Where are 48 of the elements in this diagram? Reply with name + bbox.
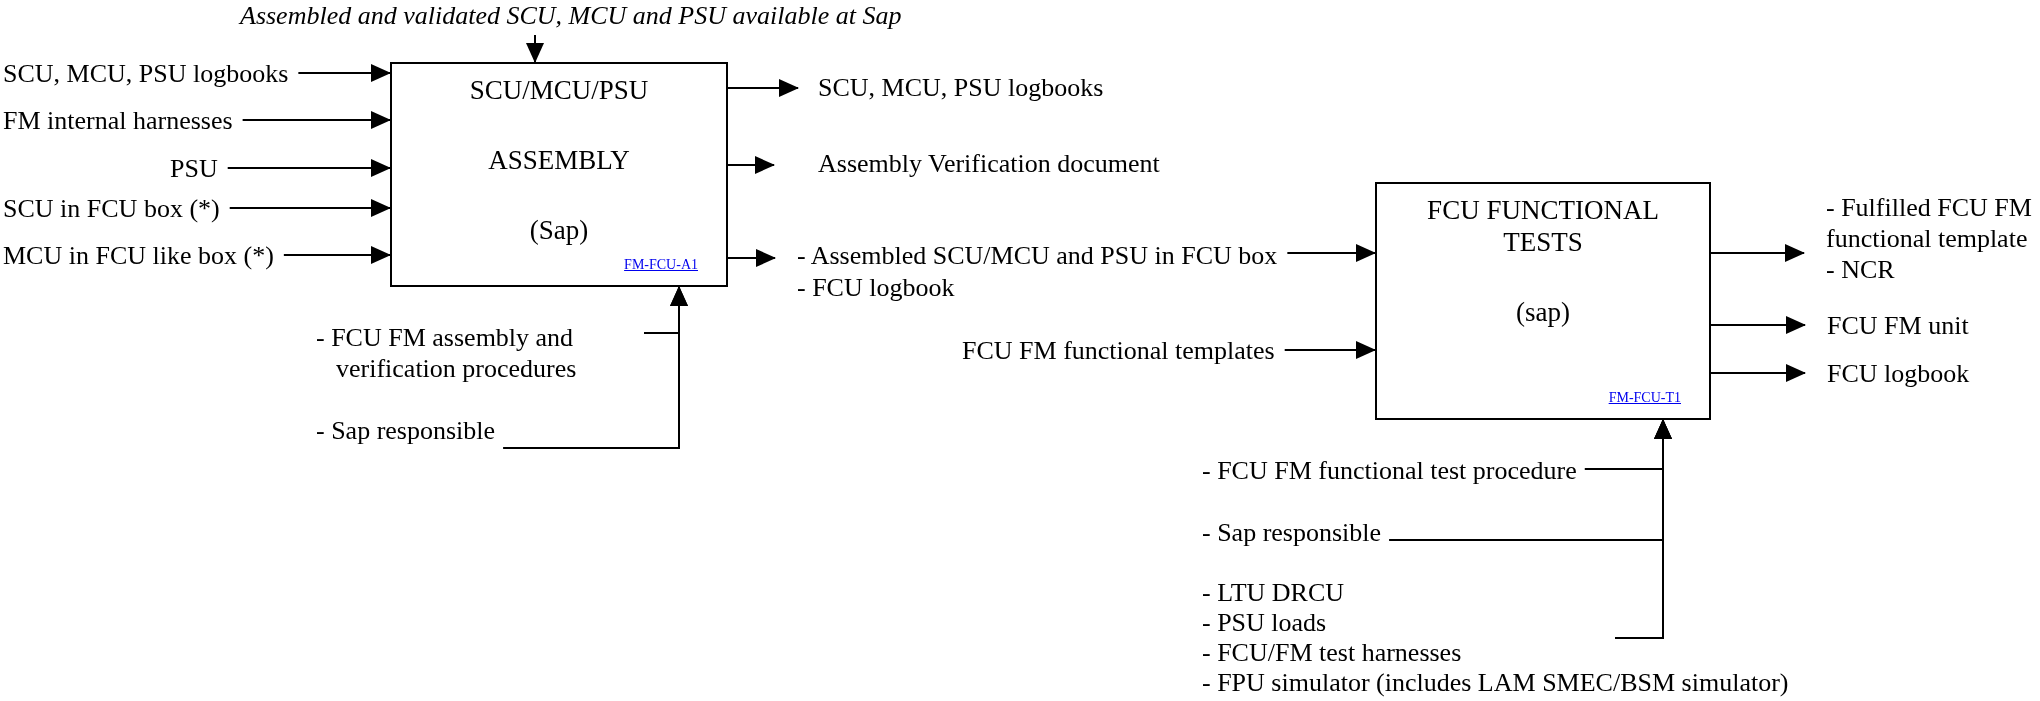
arrow: [526, 34, 544, 63]
flow-label: - Sap responsible: [316, 415, 496, 446]
arrow: [727, 156, 775, 174]
flow-label: Assembled and validated SCU, MCU and PSU available at Sap: [240, 0, 902, 31]
flow-label: - FCU FM assembly and verification procedures: [316, 322, 636, 384]
process-title: (Sap): [528, 214, 590, 246]
arrow: [1283, 341, 1376, 359]
arrow: [228, 199, 391, 217]
process-box: [390, 62, 728, 287]
arrow: [282, 246, 391, 264]
arrow: [727, 249, 776, 267]
flow-label: FCU logbook: [1827, 358, 1970, 389]
process-box: [1375, 182, 1711, 420]
flow-label: - FCU FM functional test procedure: [1202, 455, 1577, 486]
list-item: - FCU logbook: [797, 272, 956, 304]
flow-label: FCU FM unit: [1827, 310, 1969, 341]
flow-label: FM internal harnesses: [3, 105, 233, 136]
list-item: - PSU loads: [1202, 608, 1328, 638]
list-item: - LTU DRCU: [1202, 578, 1346, 608]
process-title: ASSEMBLY: [487, 144, 631, 176]
list-item: - Fulfilled FCU FM functional template: [1826, 192, 2033, 254]
flow-label: MCU in FCU like box (*): [3, 240, 274, 271]
arrow: [297, 64, 391, 82]
list-item: - Assembled SCU/MCU and PSU in FCU box: [797, 240, 1278, 272]
flow-label: SCU, MCU, PSU logbooks: [3, 58, 289, 89]
arrow: [241, 111, 391, 129]
reference-link: FM-FCU-A1: [624, 257, 698, 273]
flow-label: SCU in FCU box (*): [3, 193, 220, 224]
arrow: [1710, 244, 1805, 262]
flow-label: SCU, MCU, PSU logbooks: [818, 72, 1104, 103]
arrow: [1286, 244, 1376, 262]
arrow: [502, 286, 688, 449]
process-title: FCU FUNCTIONAL TESTS: [1426, 194, 1660, 258]
flow-label: Assembly Verification document: [818, 148, 1160, 179]
list-item: - FCU/FM test harnesses: [1202, 638, 1463, 668]
list-item: - NCR: [1826, 254, 1896, 285]
list-item: - FPU simulator (includes LAM SMEC/BSM simulator): [1202, 668, 1789, 698]
reference-link: FM-FCU-T1: [1608, 390, 1681, 406]
flow-label: - Sap responsible: [1202, 517, 1382, 548]
arrow: [1710, 316, 1806, 334]
arrow: [727, 79, 799, 97]
flow-label: FCU FM functional templates: [962, 335, 1275, 366]
process-title: SCU/MCU/PSU: [468, 74, 650, 106]
flow-label: PSU: [170, 153, 218, 184]
process-title: (sap): [1515, 296, 1571, 328]
arrow: [1614, 419, 1672, 639]
arrow: [1710, 364, 1806, 382]
arrow: [226, 159, 391, 177]
